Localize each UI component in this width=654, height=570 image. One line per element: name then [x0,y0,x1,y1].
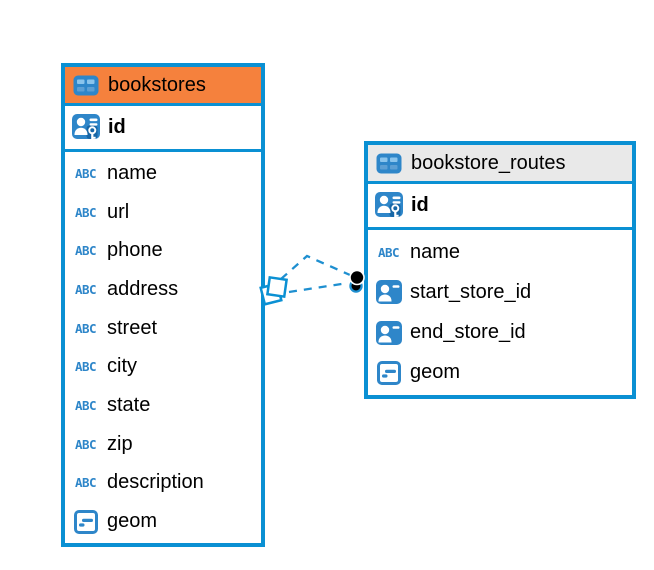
table-title: bookstores [108,73,206,96]
table-bookstore-routes[interactable]: bookstore_routes id ABC [364,141,636,399]
column-row-state[interactable]: ABC state [72,386,254,425]
primary-key-name: id [411,194,429,216]
table-icon [376,153,402,174]
column-row-street[interactable]: ABC street [72,309,254,348]
table-icon [73,75,99,96]
column-row-geom[interactable]: geom [375,353,625,393]
column-row-id[interactable]: id [65,106,261,152]
column-row-id[interactable]: id [368,184,632,230]
column-row-description[interactable]: ABC description [72,464,254,503]
black-dot-blue-ring-marker [349,269,365,293]
abc-text-icon: ABC [74,398,97,414]
column-list: ABC name ABC url ABC phone ABC address A… [65,152,261,543]
abc-text-icon: ABC [377,244,400,260]
column-row-end-store-id[interactable]: end_store_id [375,313,625,353]
column-row-start-store-id[interactable]: start_store_id [375,272,625,312]
table-bookstores[interactable]: bookstores id ABC [61,63,265,547]
column-row-zip[interactable]: ABC zip [72,425,254,464]
table-title: bookstore_routes [411,151,566,174]
abc-text-icon: ABC [74,320,97,336]
geometry-icon [72,509,99,534]
table-header-bookstore-routes[interactable]: bookstore_routes [368,145,632,184]
person-card-icon [375,280,402,305]
person-card-icon [375,320,402,345]
abc-text-icon: ABC [74,359,97,375]
relationship-line-lower[interactable] [288,281,349,294]
column-list: ABC name start_store_id [368,230,632,395]
abc-text-icon: ABC [74,436,97,452]
relationship-line-upper[interactable] [280,254,351,280]
column-row-geom[interactable]: geom [72,502,254,541]
geometry-icon [375,360,402,385]
column-row-phone[interactable]: ABC phone [72,231,254,270]
column-row-name[interactable]: ABC name [72,154,254,193]
primary-key-icon [375,192,403,219]
column-row-address[interactable]: ABC address [72,270,254,309]
table-header-bookstores[interactable]: bookstores [65,67,261,106]
column-row-url[interactable]: ABC url [72,193,254,232]
column-row-name[interactable]: ABC name [375,232,625,272]
abc-text-icon: ABC [74,281,97,297]
primary-key-icon [72,114,100,141]
column-row-city[interactable]: ABC city [72,348,254,387]
abc-text-icon: ABC [74,243,97,259]
abc-text-icon: ABC [74,475,97,491]
abc-text-icon: ABC [74,165,97,181]
primary-key-name: id [108,116,126,138]
abc-text-icon: ABC [74,204,97,220]
